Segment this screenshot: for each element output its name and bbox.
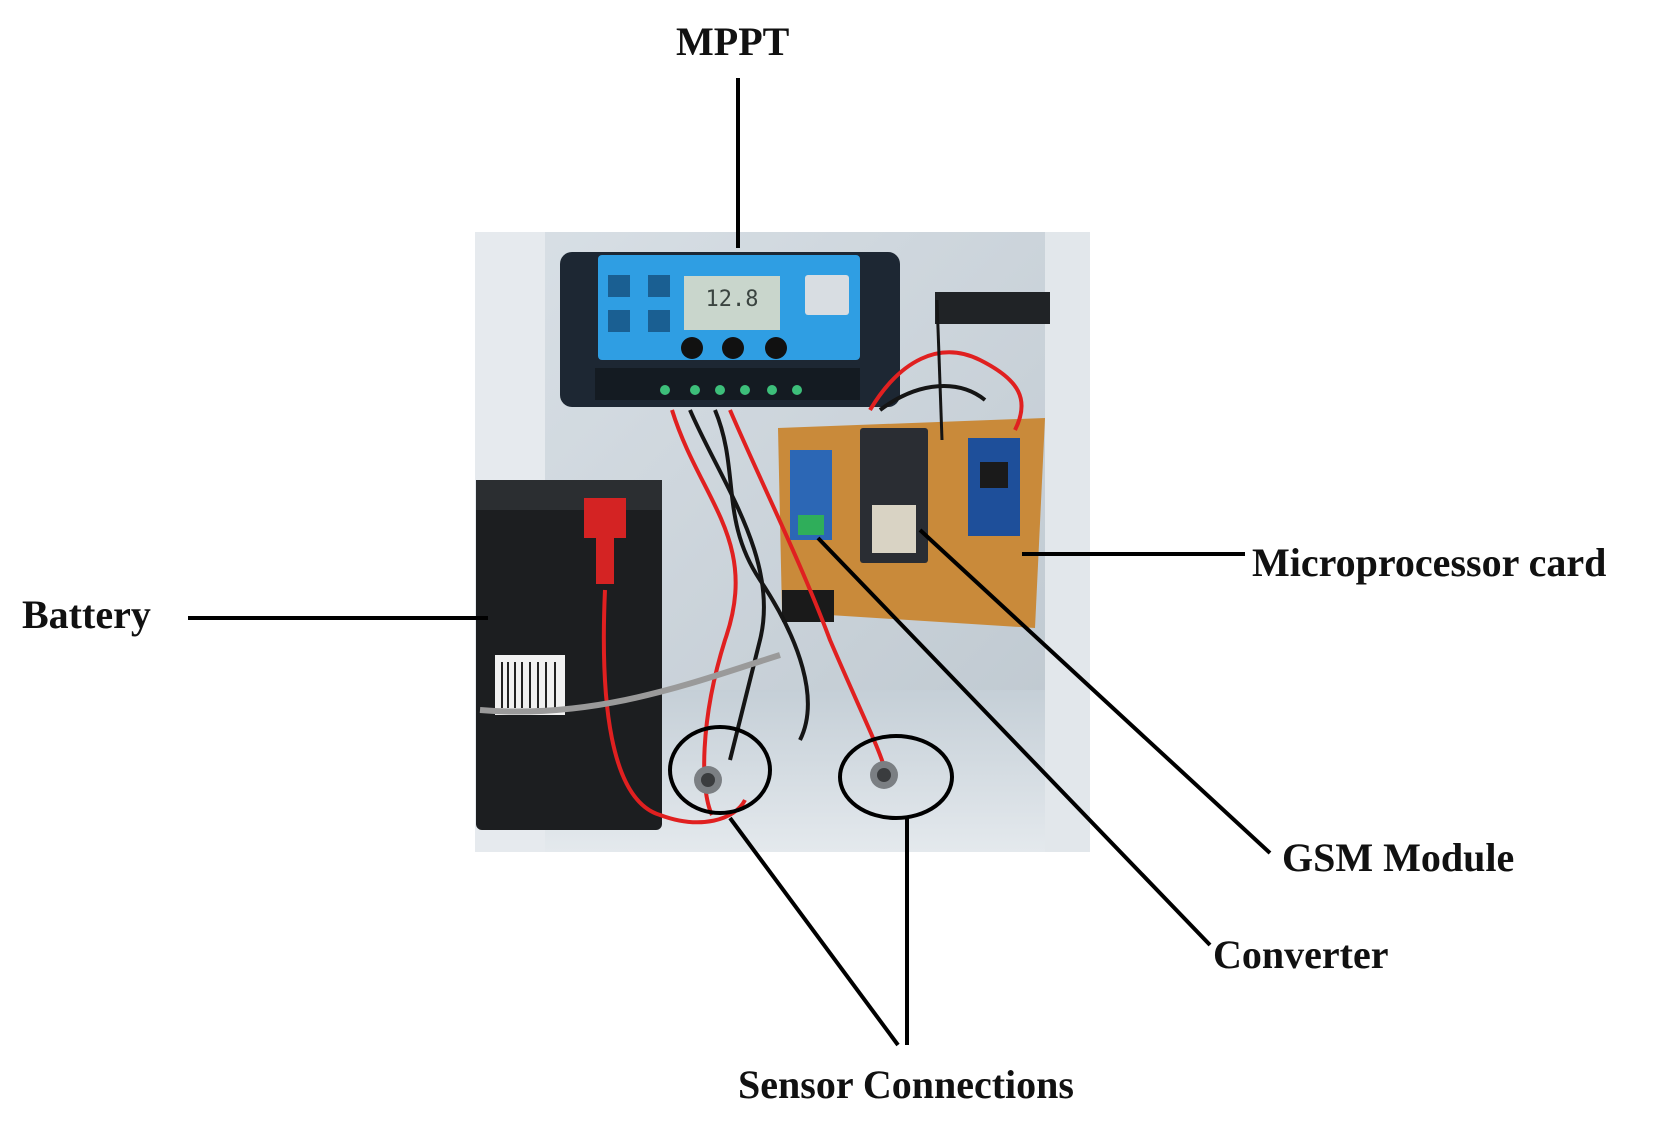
sensor-connections-label: Sensor Connections [738, 1062, 1074, 1107]
enclosure-photo: 12.8 [475, 232, 1090, 852]
battery [476, 480, 662, 830]
controller-button [722, 337, 744, 359]
gsm-leader [918, 528, 1272, 855]
sensor-circle-right [838, 734, 954, 820]
enclosure-right-wall [1045, 232, 1090, 852]
mppt-controller: 12.8 [560, 252, 900, 407]
lcd-reading: 12.8 [706, 287, 759, 312]
battery-label: Battery [22, 592, 151, 637]
battery-terminal [584, 498, 626, 538]
microprocessor-card-label: Microprocessor card [1252, 540, 1607, 585]
lcd-display [684, 276, 780, 330]
sensor-leader-left [728, 816, 900, 1047]
annotation-lines [188, 78, 1272, 1047]
controller-button [681, 337, 703, 359]
controller-button [765, 337, 787, 359]
usb-port [805, 275, 849, 315]
mppt-label: MPPT [676, 19, 790, 64]
converter-label: Converter [1213, 932, 1389, 977]
microprocessor-pcb [778, 418, 1045, 628]
sensor-circle-left [668, 725, 772, 815]
gsm-module-label: GSM Module [1282, 835, 1515, 880]
terminal-block [782, 590, 834, 622]
converter-leader [816, 536, 1212, 947]
black-tape [935, 292, 1050, 324]
